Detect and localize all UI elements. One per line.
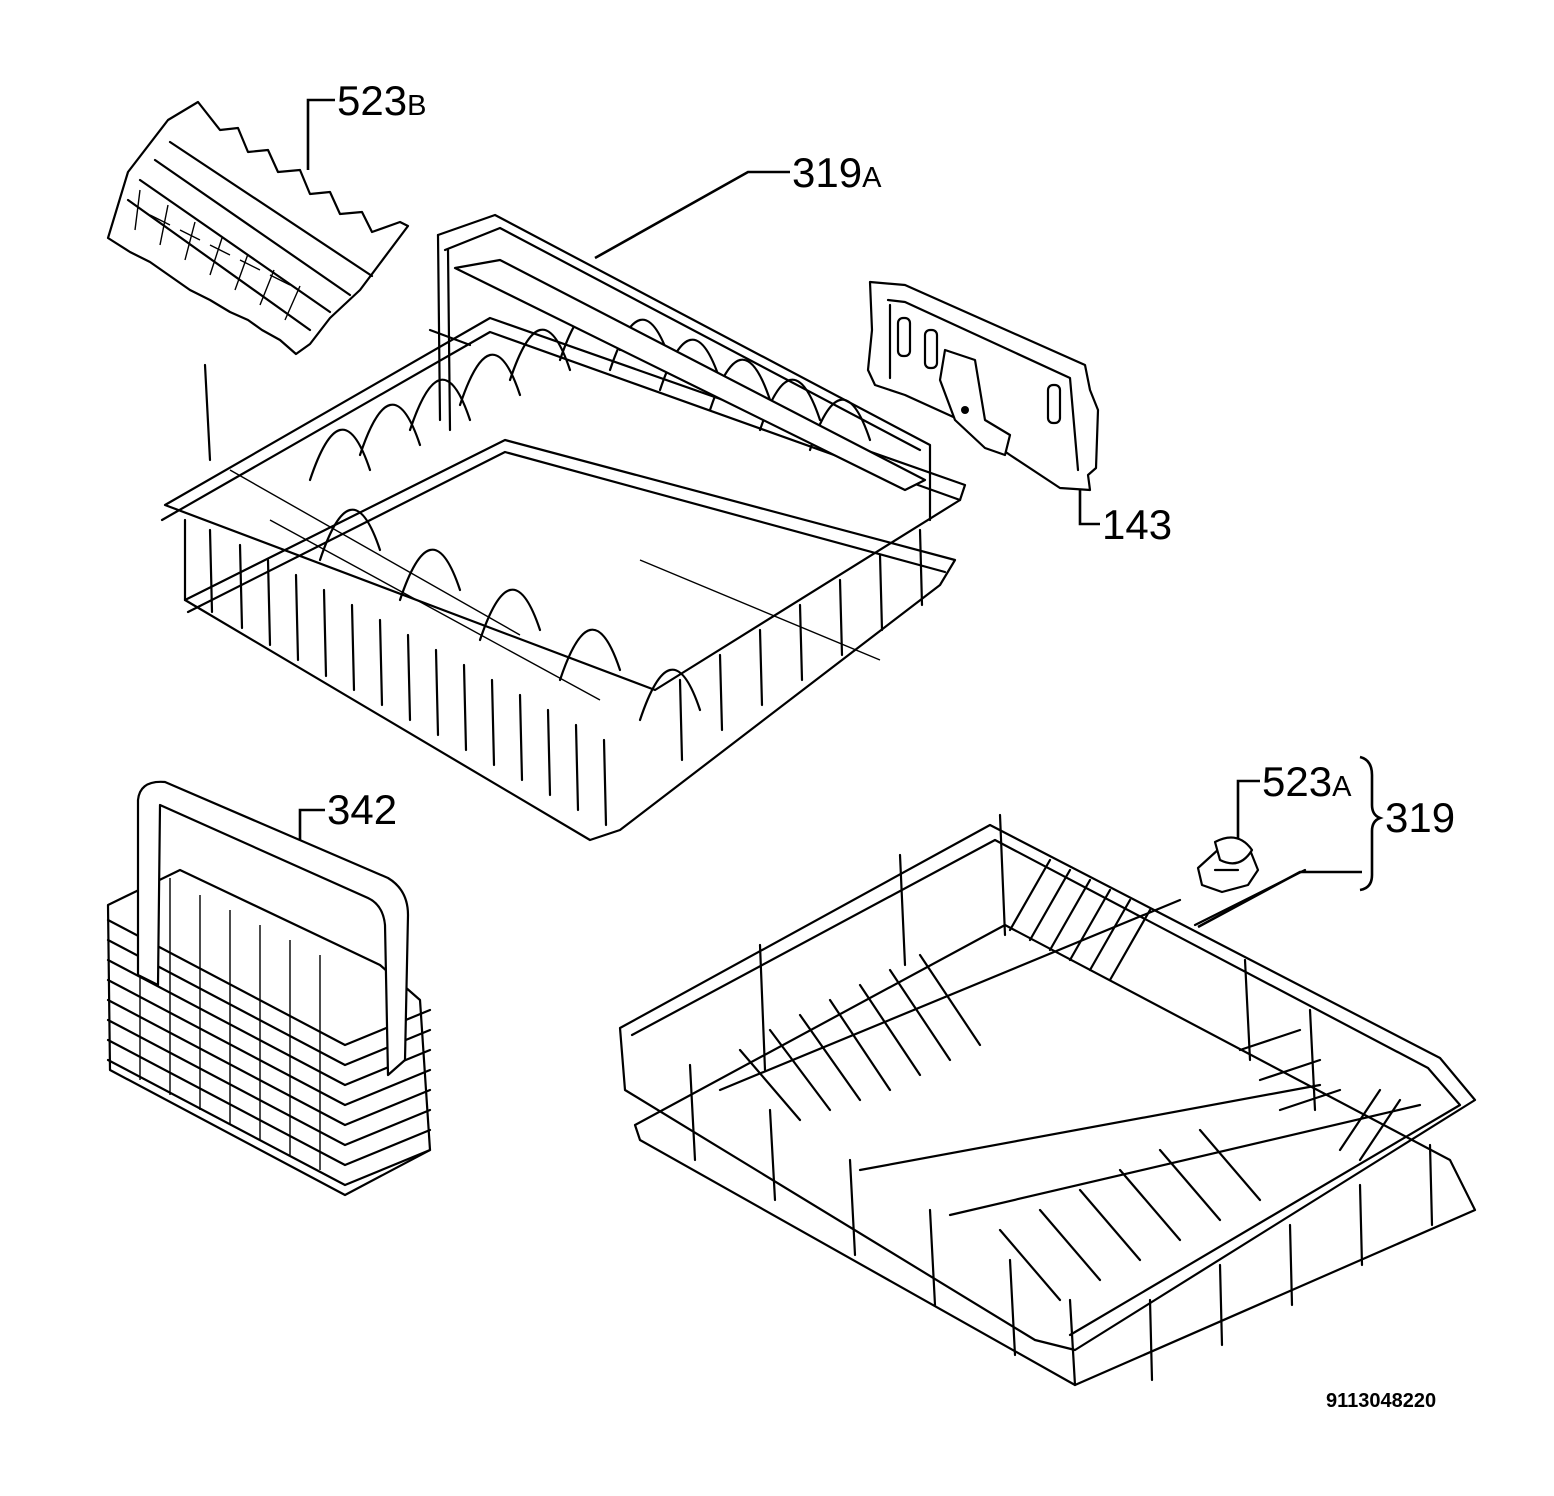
wheel-stud-part xyxy=(1196,836,1260,894)
callout-523b: 523B xyxy=(337,77,426,124)
leader-319-rack xyxy=(1197,870,1362,929)
callout-labels: 523B 319A 143 342 523A 319 9113048220 xyxy=(327,77,1455,1412)
leader-lines xyxy=(298,98,1384,929)
callout-143: 143 xyxy=(1102,501,1172,548)
cup-rack-insert-part xyxy=(106,100,410,356)
callout-342: 342 xyxy=(327,786,397,833)
document-id: 9113048220 xyxy=(1326,1390,1436,1412)
callout-319: 319 xyxy=(1385,794,1455,841)
rail-bracket-part xyxy=(866,280,1100,492)
leader-523b xyxy=(306,98,335,170)
leader-342 xyxy=(298,808,325,840)
callout-319a: 319A xyxy=(792,149,882,196)
cutlery-basket-part xyxy=(106,780,432,1197)
upper-basket-part xyxy=(160,213,967,842)
group-brace-319 xyxy=(1359,755,1384,892)
callout-523a: 523A xyxy=(1262,758,1352,805)
lower-basket-part xyxy=(618,813,1477,1387)
leader-143 xyxy=(1078,490,1100,526)
leader-319a xyxy=(594,170,790,260)
leader-523a xyxy=(1236,779,1260,838)
